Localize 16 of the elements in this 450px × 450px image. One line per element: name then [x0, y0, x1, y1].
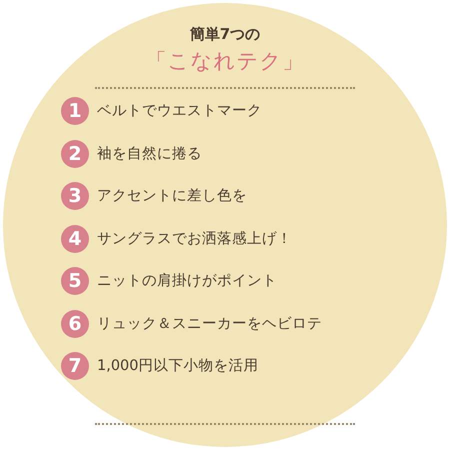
list-item-text: ベルトでウエストマーク [97, 102, 262, 121]
list-item-text: リュック＆スニーカーをヘビロテ [97, 314, 322, 334]
heading: 簡単7つの [188, 25, 262, 44]
list-item-text: 袖を自然に捲る [97, 144, 202, 164]
number-badge: 6 [61, 310, 89, 338]
number-badge: 5 [61, 267, 89, 295]
list-item-text: アクセントに差し色を [97, 187, 247, 206]
number-badge: 4 [61, 224, 89, 252]
number-badge: 7 [61, 352, 89, 380]
number-badge: 3 [61, 182, 89, 210]
number-badge: 1 [61, 97, 89, 125]
list-item-text: サングラスでお洒落感上げ！ [97, 230, 292, 248]
list-item-text: 1,000円以下小物を活用 [97, 357, 259, 376]
list-item-text: ニットの肩掛けがポイント [97, 272, 277, 291]
subheading: 「こなれテク」 [144, 48, 306, 75]
number-badge: 2 [61, 140, 89, 168]
